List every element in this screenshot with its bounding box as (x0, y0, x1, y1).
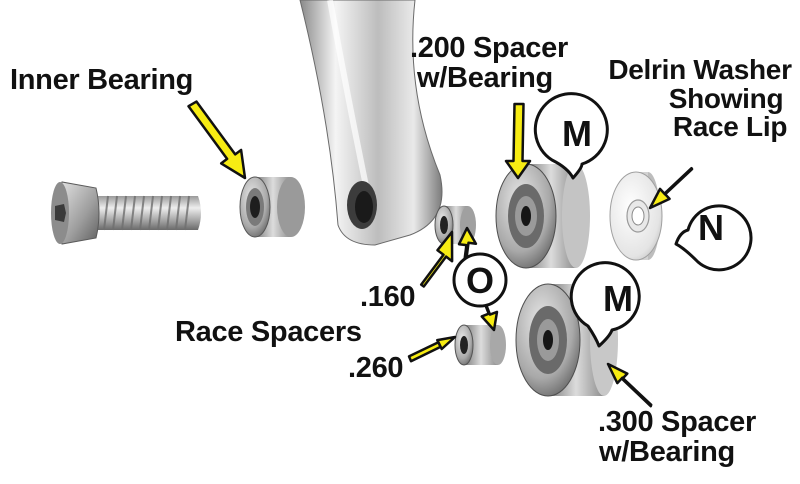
arrow-race-260 (407, 335, 457, 363)
label-delrin-line2: Showing (668, 82, 784, 114)
label-inner-bearing: Inner Bearing (10, 64, 194, 96)
crank-arm (299, 0, 443, 246)
label-delrin-washer: Delrin Washer Showing Race Lip (605, 54, 795, 143)
inner-bearing (239, 176, 305, 238)
arrow-delrin-washer (648, 166, 694, 210)
bubble-o-letter: O (466, 260, 494, 301)
bubble-m-bottom (569, 261, 641, 348)
bubble-m-bottom-letter: M (603, 278, 633, 319)
delrin-washer (609, 171, 663, 261)
label-spacer-300: .300 Spacer w/Bearing (592, 406, 762, 468)
label-spacer-300-line1: .300 Spacer (598, 406, 756, 438)
label-race-spacers: Race Spacers (175, 316, 362, 348)
race-spacer-260 (454, 324, 506, 366)
label-spacer-300-line2: w/Bearing (599, 435, 735, 468)
callout-letters: M N O M (466, 113, 724, 319)
callout-arrows (187, 100, 694, 408)
bolt (51, 181, 201, 245)
label-spacer-200-line2: w/Bearing (417, 61, 553, 94)
bubble-n-letter: N (698, 207, 724, 248)
arrow-spacer-300 (606, 362, 653, 408)
bubble-m-top-letter: M (562, 113, 592, 154)
callout-bubbles (452, 92, 753, 348)
label-spacer-200: .200 Spacer w/Bearing (410, 32, 568, 94)
label-race-160: .160 (360, 281, 416, 313)
spacer-200-with-bearing (495, 163, 590, 269)
bubble-o (452, 252, 508, 308)
bubble-m-top (533, 92, 609, 180)
arrow-race-160 (419, 230, 454, 288)
label-delrin-line1: Delrin Washer (608, 54, 792, 85)
arrow-spacer-200 (504, 102, 532, 180)
label-spacer-200-line1: .200 Spacer (410, 32, 568, 64)
label-delrin-line3: Race Lip (672, 111, 788, 143)
arrow-inner-bearing (187, 100, 247, 180)
label-race-260: .260 (348, 352, 404, 384)
bubble-n (674, 204, 753, 272)
